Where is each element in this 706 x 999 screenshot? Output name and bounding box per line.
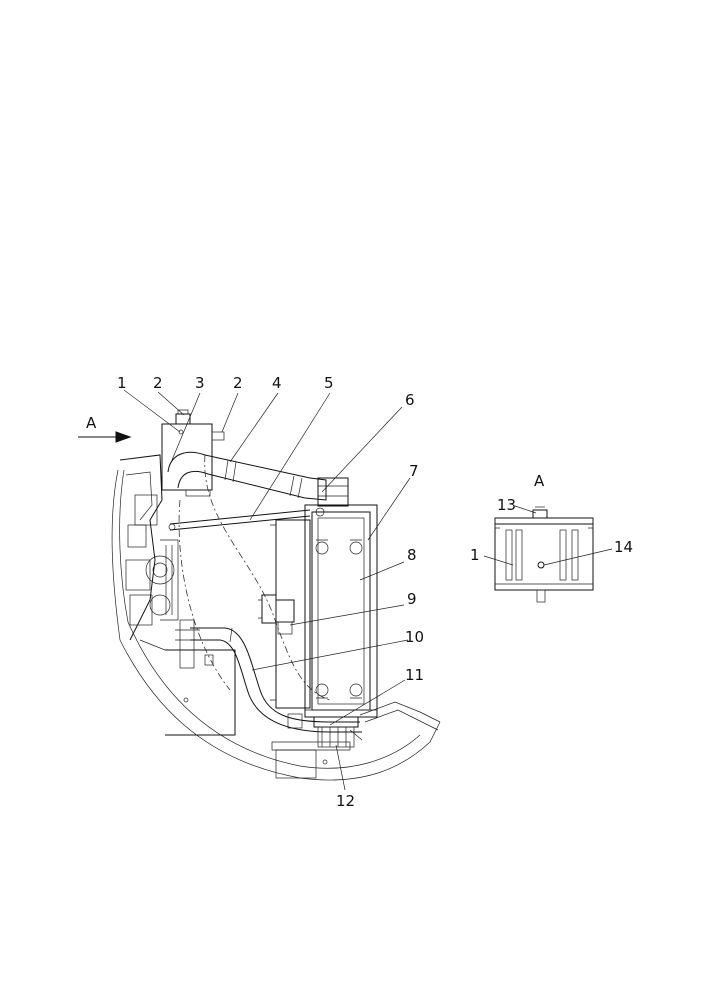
main-assembly-view: A 1 2 3 2 4 5 6 7 8 9 — [78, 374, 441, 810]
fan-motor — [258, 594, 295, 635]
drain-valve — [313, 716, 363, 765]
view-a-arrow-label: A — [86, 414, 97, 432]
view-a-filler-cap — [532, 509, 548, 519]
callout-10: 10 — [405, 628, 424, 646]
lower-hose — [190, 627, 362, 733]
tie-rod — [169, 509, 311, 531]
callout-9: 9 — [407, 590, 417, 608]
frame-bracket — [359, 701, 441, 731]
callout-2b: 2 — [233, 374, 243, 392]
callout-numbers: 1 2 3 2 4 5 6 7 8 9 10 11 12 — [117, 374, 424, 810]
leader-lines — [123, 389, 411, 791]
upper-hose — [167, 451, 327, 501]
engine-block — [119, 454, 190, 651]
callout-7: 7 — [409, 462, 419, 480]
lower-housing — [165, 649, 236, 736]
view-a-detail: A 13 1 14 — [470, 472, 633, 603]
view-a-level-sensor — [537, 561, 545, 569]
filler-neck — [315, 477, 349, 517]
chassis-outline — [119, 639, 441, 781]
callout-12: 12 — [336, 792, 355, 810]
expansion-tank — [161, 409, 225, 497]
callout-4: 4 — [272, 374, 282, 392]
callout-5: 5 — [324, 374, 334, 392]
view-a-callout-13: 13 — [497, 496, 516, 514]
callout-1: 1 — [117, 374, 127, 392]
callout-3: 3 — [195, 374, 205, 392]
fan-shroud-outline — [204, 454, 331, 701]
callout-2a: 2 — [153, 374, 163, 392]
callout-8: 8 — [407, 546, 417, 564]
view-direction-arrow — [78, 431, 132, 443]
radiator — [304, 504, 378, 718]
callout-11: 11 — [405, 666, 424, 684]
view-a-title: A — [534, 472, 545, 490]
callout-6: 6 — [405, 391, 415, 409]
view-a-callout-14: 14 — [614, 538, 633, 556]
view-a-callout-1: 1 — [470, 546, 480, 564]
